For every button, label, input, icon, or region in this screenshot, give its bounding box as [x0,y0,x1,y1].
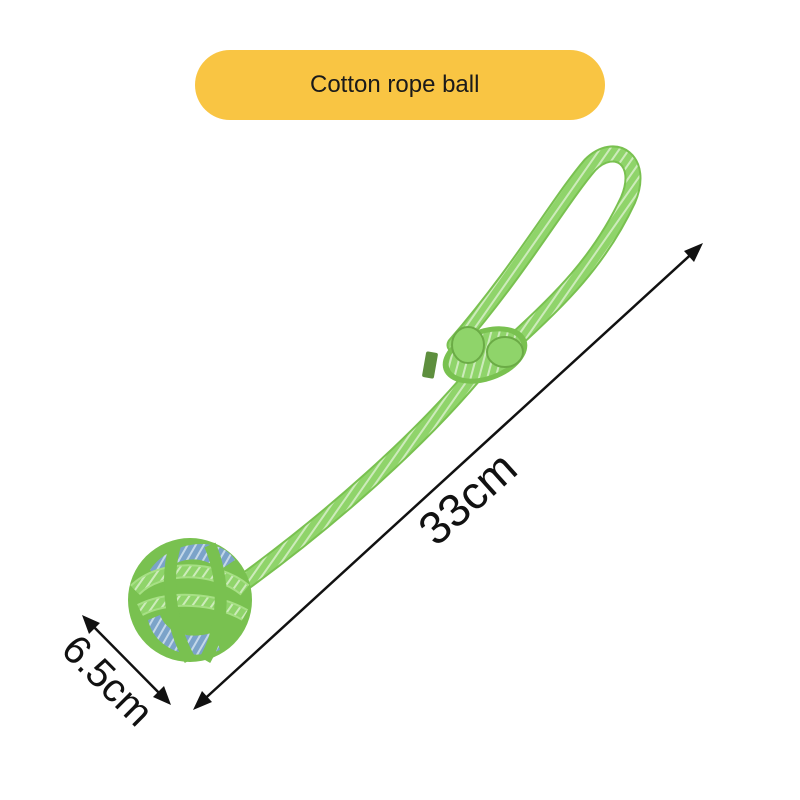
diameter-label: 6.5cm [53,627,161,735]
length-arrow [193,243,703,710]
rope-ball [128,538,252,663]
rope-tag [422,351,438,379]
diameter-arrow [82,615,171,705]
rope-knot [442,326,528,384]
title-badge: Cotton rope ball [195,50,605,120]
title-text: Cotton rope ball [310,71,480,98]
